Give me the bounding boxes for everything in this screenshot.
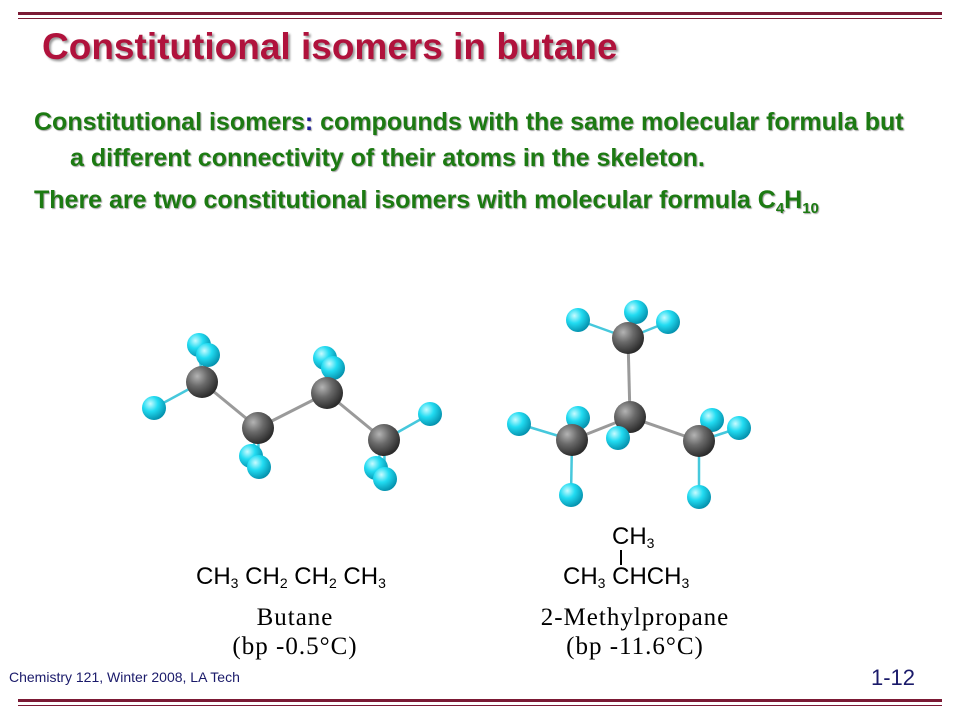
hydrogen-atom (247, 455, 271, 479)
carbon-atom (311, 377, 343, 409)
hydrogen-atom (507, 412, 531, 436)
carbon-atom (614, 401, 646, 433)
carbon-atom (368, 424, 400, 456)
carbon-atom (242, 412, 274, 444)
butane-ball-and-stick-model (142, 333, 442, 491)
hydrogen-subscript: 10 (802, 200, 819, 217)
hydrogen-atom (687, 485, 711, 509)
hydrogen-atom (559, 483, 583, 507)
hydrogen-symbol: H (784, 186, 803, 214)
butane-label: Butane (bp -0.5°C) (195, 603, 395, 661)
footer-course-info: Chemistry 121, Winter 2008, LA Tech (9, 669, 240, 685)
hydrogen-atom (418, 402, 442, 426)
definition-body: compounds with the same molecular formul… (70, 108, 904, 172)
slide-number: 1-12 (871, 665, 916, 690)
hydrogen-atom (321, 356, 345, 380)
methylpropane-condensed-formula: CH3 CHCH3 (563, 563, 690, 591)
butane-condensed-formula: CH3 CH2 CH2 CH3 (196, 563, 386, 591)
formula-bullet: There are two constitutional isomers wit… (34, 182, 914, 218)
carbon-atom (612, 322, 644, 354)
slide-title: Constitutional isomers in butane (42, 26, 618, 67)
definition-term: Constitutional isomers (34, 108, 305, 136)
methylpropane-boiling-point: (bp -11.6°C) (566, 633, 704, 660)
hydrogen-atom (142, 396, 166, 420)
definition-colon: : (304, 108, 314, 136)
butane-name: Butane (256, 604, 334, 631)
definition-bullet: Constitutional isomers: compounds with t… (34, 104, 914, 176)
formula-bullet-text: There are two constitutional isomers wit… (34, 186, 776, 214)
methylpropane-ball-and-stick-model (507, 300, 751, 509)
carbon-atom (683, 425, 715, 457)
hydrogen-atom (700, 408, 724, 432)
bullet-list: Constitutional isomers: compounds with t… (34, 104, 914, 224)
hydrogen-atom (727, 416, 751, 440)
hydrogen-atom (606, 426, 630, 450)
butane-boiling-point: (bp -0.5°C) (232, 633, 358, 660)
hydrogen-atom (373, 467, 397, 491)
hydrogen-atom (566, 308, 590, 332)
hydrogen-atom (656, 310, 680, 334)
methylpropane-branch-group: CH3 (612, 523, 655, 551)
branch-bond-line (620, 550, 622, 565)
hydrogen-atom (624, 300, 648, 324)
carbon-subscript: 4 (775, 200, 785, 217)
carbon-atom (186, 366, 218, 398)
carbon-atom (556, 424, 588, 456)
methylpropane-label: 2-Methylpropane (bp -11.6°C) (515, 603, 755, 661)
methylpropane-name: 2-Methylpropane (540, 604, 730, 631)
hydrogen-atom (196, 343, 220, 367)
